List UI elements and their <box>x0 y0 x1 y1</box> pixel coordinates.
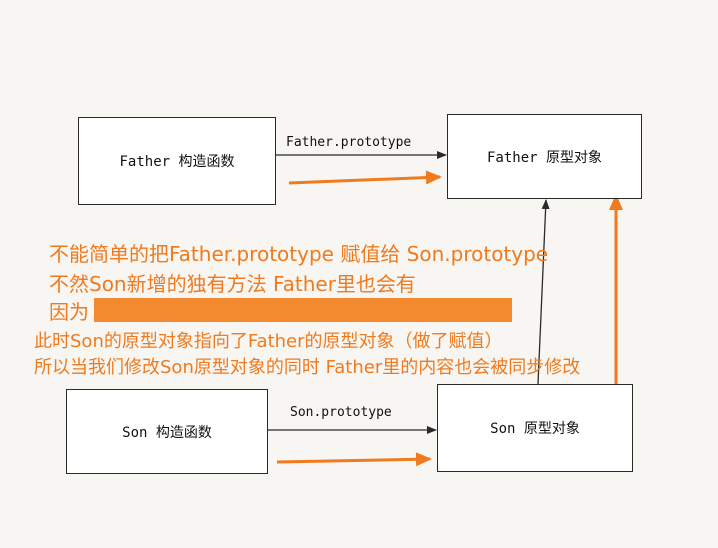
son-constructor-box: Son 构造函数 <box>66 389 268 474</box>
orange-arrow-father <box>288 170 442 185</box>
son-to-father-prototype-arrow <box>537 199 550 385</box>
father-prototype-edge-label: Father.prototype <box>286 135 412 150</box>
father-constructor-label: Father 构造函数 <box>119 154 235 170</box>
son-constructor-label: Son 构造函数 <box>122 424 212 441</box>
son-prototype-box: Son 原型对象 <box>437 384 633 472</box>
annotation-line-1: 不能简单的把Father.prototype 赋值给 Son.prototype <box>49 242 549 266</box>
annotation-line-5: 所以当我们修改Son原型对象的同时 Father里的内容也会被同步修改 <box>34 357 581 378</box>
son-prototype-label: Son 原型对象 <box>490 421 580 437</box>
redaction-bar <box>94 298 512 322</box>
father-prototype-label: Father 原型对象 <box>486 149 602 166</box>
annotation-line-2: 不然Son新增的独有方法 Father里也会有 <box>49 272 416 296</box>
orange-arrow-son <box>276 452 432 467</box>
father-prototype-box: Father 原型对象 <box>447 114 642 199</box>
annotation-line-4: 此时Son的原型对象指向了Father的原型对象（做了赋值） <box>34 331 503 352</box>
annotation-line-3: 因为 <box>49 300 89 324</box>
son-prototype-edge-label: Son.prototype <box>290 405 392 420</box>
father-constructor-box: Father 构造函数 <box>78 117 276 205</box>
